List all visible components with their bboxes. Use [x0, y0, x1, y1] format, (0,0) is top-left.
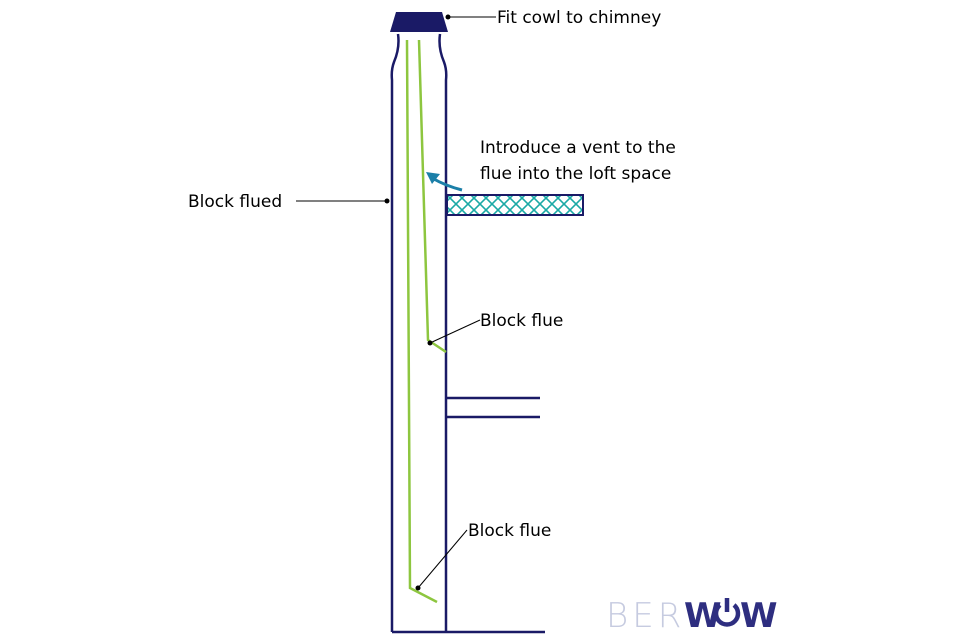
leader-block-flue-upper — [427, 319, 481, 346]
label-vent-line2: flue into the loft space — [480, 164, 671, 184]
leader-cowl — [445, 14, 496, 20]
logo-text-w2: W — [740, 596, 779, 636]
flue-liner-long — [405, 39, 438, 604]
power-icon — [713, 598, 741, 627]
flue-liner-short — [417, 39, 447, 354]
label-block-flued: Block flued — [188, 192, 282, 212]
leader-block-flue-lower — [415, 529, 468, 591]
berwow-logo: BER W W — [606, 596, 779, 636]
leader-block-flued — [296, 198, 390, 204]
loft-insulation — [446, 194, 584, 216]
chimney-left-wall — [390, 33, 400, 632]
label-cowl: Fit cowl to chimney — [497, 8, 661, 28]
logo-text-light: BER — [606, 596, 685, 636]
label-block-flue-upper: Block flue — [480, 311, 563, 331]
vent-arrow-icon — [426, 172, 463, 192]
label-vent-line1: Introduce a vent to the — [480, 138, 676, 158]
label-block-flue-lower: Block flue — [468, 521, 551, 541]
chimney-right-wall — [438, 33, 448, 632]
chimney-cowl — [390, 12, 448, 32]
